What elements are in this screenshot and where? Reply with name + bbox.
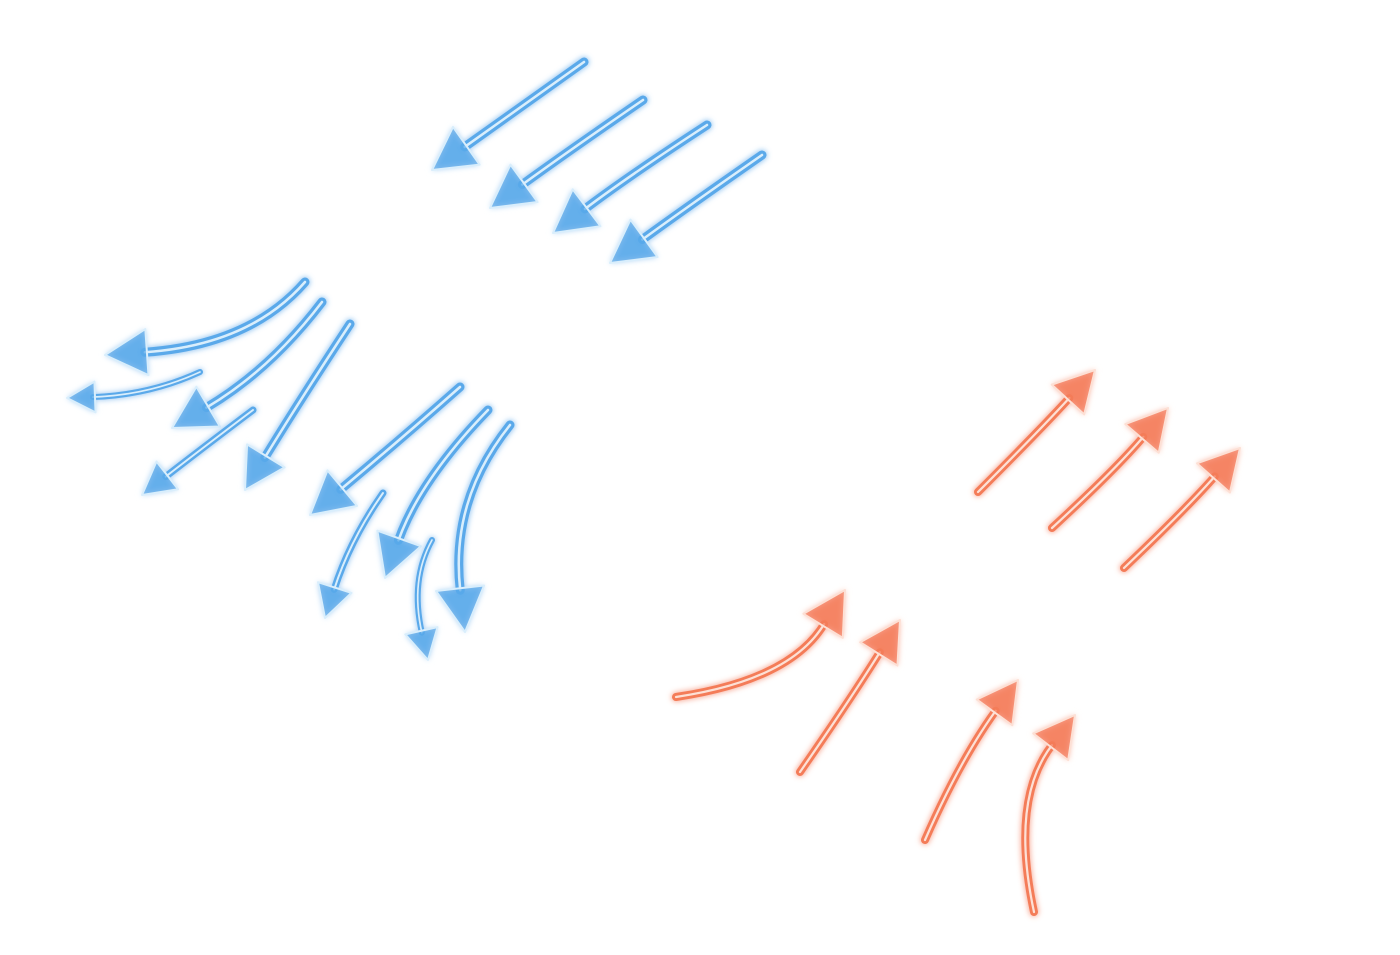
orange-straight-arrows-head [1195,447,1241,494]
cold-airflow-arrow-icon [317,489,387,619]
blue-curved-arrows-shaft-highlight [263,322,352,459]
cold-airflow-arrow-icon [552,120,712,234]
blue-curved-arrows-head [317,581,353,619]
blue-curved-arrows-shaft-highlight [457,423,512,592]
orange-straight-arrows-shaft-highlight [1122,475,1216,570]
warm-airflow-arrow-icon [1120,447,1241,572]
orange-curved-arrows-head [802,589,846,639]
blue-curved-arrows-head [66,380,97,414]
blue-curved-arrows-shaft-highlight [205,300,324,409]
blue-curved-arrows-head [434,584,486,633]
blue-curved-arrows-shaft-highlight [164,409,254,478]
blue-straight-arrows-head [489,163,539,209]
orange-curved-arrows-head [859,619,901,667]
cold-airflow-arrow-icon [489,95,648,209]
warm-airflow-arrow-icon [672,589,846,701]
blue-straight-arrows-head [431,125,481,171]
blue-curved-arrows-shaft-highlight [397,408,490,542]
blue-curved-arrows-shaft [140,277,310,357]
blue-curved-arrows-head [141,460,180,496]
blue-curved-arrows-shaft-highlight [339,385,462,491]
cold-airflow-arrow-icon [171,297,327,429]
orange-straight-arrows-shaft-highlight [1050,435,1145,530]
cold-airflow-arrow-icon [431,57,589,171]
cold-airflow-arrow-icon [244,319,355,491]
warm-airflow-arrow-icon [1021,714,1076,916]
cold-airflow-arrow-icon [104,277,310,377]
orange-curved-arrows-shaft-highlight [798,651,881,774]
orange-curved-arrows-shaft [921,706,1000,844]
blue-curved-arrows-head [404,626,439,661]
orange-curved-arrows-head [1032,714,1076,762]
blue-curved-arrows-shaft-highlight [143,280,307,354]
warm-airflow-arrow-icon [796,619,901,776]
blue-straight-arrows-shaft-highlight [583,123,709,211]
blue-curved-arrows-shaft [89,369,203,401]
orange-straight-arrows [974,369,1241,572]
cold-airflow-arrow-icon [434,420,515,633]
blue-straight-arrows-shaft-highlight [641,153,764,241]
cold-airflow-arrow-icon [376,405,493,579]
blue-straight-arrows [431,57,767,264]
cold-airflow-arrow-icon [609,150,767,264]
blue-curved-arrows-head [309,469,359,516]
blue-straight-arrows-shaft-highlight [463,60,586,149]
orange-curved-arrows-head [975,679,1019,727]
warm-airflow-arrow-icon [1048,407,1169,532]
cold-airflow-arrow-icon [309,382,465,516]
blue-straight-arrows-head [609,218,659,264]
blue-curved-arrows-shaft-highlight [416,539,433,634]
orange-curved-arrows-shaft-highlight [674,623,826,699]
blue-curved-arrows-shaft-highlight [333,492,384,591]
blue-straight-arrows-head [552,188,602,234]
orange-straight-arrows-head [1050,369,1096,416]
orange-curved-arrows-shaft-highlight [923,709,997,842]
blue-curved-arrows-head [171,385,221,429]
cold-airflow-arrow-icon [141,406,257,496]
blue-curved-arrows [66,277,515,661]
orange-curved-arrows-shaft-highlight [1024,744,1054,914]
orange-curved-arrows-shaft [672,620,829,701]
blue-curved-arrows-head [244,443,286,491]
blue-straight-arrows-shaft-highlight [521,98,645,186]
blue-curved-arrows-head [104,328,150,377]
blue-curved-arrows-shaft-highlight [92,371,201,398]
warm-airflow-arrow-icon [974,369,1096,496]
cold-airflow-arrow-icon [404,537,439,661]
orange-straight-arrows-head [1124,407,1169,454]
blue-curved-arrows-head [376,529,422,579]
orange-straight-arrows-shaft-highlight [976,396,1071,494]
orange-curved-arrows [672,589,1076,916]
warm-airflow-arrow-icon [921,679,1019,844]
cold-airflow-arrow-icon [66,369,203,414]
